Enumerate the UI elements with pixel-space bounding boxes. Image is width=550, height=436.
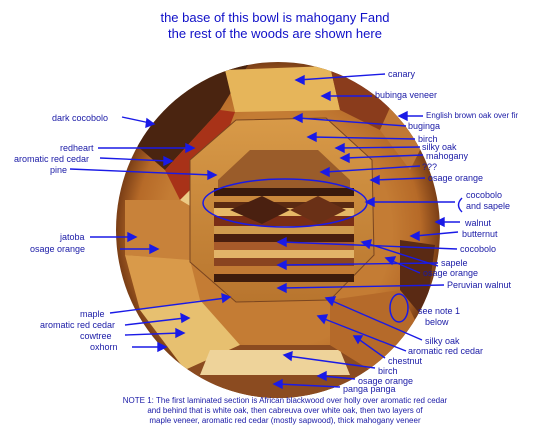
footnote-line-1: NOTE 1: The first laminated section is A… — [122, 396, 448, 405]
label-buginga: buginga — [408, 121, 441, 131]
segment-jatoba — [125, 255, 200, 310]
footnote: NOTE 1: The first laminated section is A… — [100, 396, 470, 426]
label-panga-panga: panga panga — [343, 384, 396, 394]
label-osage-orange-right: osage orange — [428, 173, 484, 183]
label-canary: canary — [388, 69, 416, 79]
label-aromatic-red-cedar-bottom: aromatic red cedar — [408, 346, 484, 356]
segment-left-mid — [125, 200, 205, 260]
segment-bottom-light — [200, 350, 350, 375]
label-walnut: walnut — [465, 218, 492, 228]
label-jatoba: jatoba — [60, 232, 85, 242]
label-bubinga-veneer: bubinga veneer — [375, 90, 438, 100]
label-see-note-below: below — [425, 317, 449, 327]
title-line-2: the rest of the woods are shown here — [168, 26, 382, 41]
label-osage-orange-bottom: osage orange — [358, 376, 414, 386]
label-question: ??? — [422, 162, 438, 172]
center-chevron-2 — [290, 196, 346, 224]
arrows — [69, 73, 463, 390]
label-silky-oak-top: silky oak — [422, 142, 457, 152]
label-butternut: butternut — [462, 229, 498, 239]
footnote-line-2: and behind that is white oak, then cabre… — [147, 406, 423, 415]
footnote-line-3: maple veneer, aromatic red cedar (mostly… — [149, 416, 421, 425]
label-pine: pine — [50, 165, 68, 175]
label-redheart: redheart — [60, 143, 94, 153]
title-line-1: the base of this bowl is mahogany Fand — [160, 10, 390, 25]
label-silky-oak-bottom: silky oak — [425, 336, 460, 346]
segment-canary — [225, 66, 340, 112]
center-chevron — [230, 196, 290, 224]
label-cocobolo-sapele-2: and sapele — [466, 201, 511, 211]
highlight-ellipse-note — [389, 293, 409, 323]
label-peruvian-walnut: Peruvian walnut — [447, 280, 512, 290]
label-aromatic-red-cedar-left: aromatic red cedar — [14, 154, 90, 164]
label-english-brown-oak: English brown oak over fir — [426, 111, 519, 120]
label-dark-cocobolo: dark cocobolo — [52, 113, 109, 123]
label-birch-bottom: birch — [378, 366, 398, 376]
label-osage-orange-left: osage orange — [30, 244, 86, 254]
label-maple: maple — [80, 309, 105, 319]
label-oxhorn: oxhorn — [90, 342, 118, 352]
label-osage-orange-right-2: osage orange — [423, 268, 479, 278]
label-chestnut: chestnut — [388, 356, 423, 366]
label-mahogany: mahogany — [426, 151, 469, 161]
segment-dark-cocobolo — [130, 62, 250, 170]
label-cocobolo: cocobolo — [460, 244, 497, 254]
label-birch-top: birch — [418, 134, 438, 144]
label-cocobolo-sapele-1: cocobolo — [466, 190, 503, 200]
label-aromatic-red-cedar-left-2: aromatic red cedar — [40, 320, 116, 330]
label-cowtree: cowtree — [80, 331, 112, 341]
label-see-note: see note 1 — [418, 306, 461, 316]
label-sapele: sapele — [441, 258, 468, 268]
